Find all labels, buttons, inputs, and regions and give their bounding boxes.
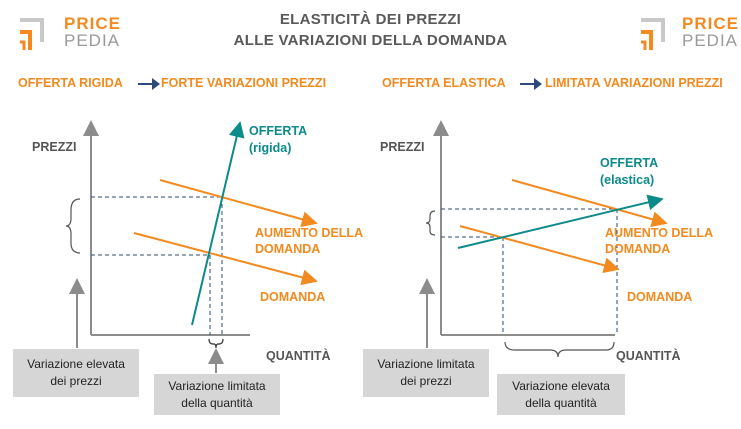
right-demand-shift-label: AUMENTO DELLA DOMANDA	[605, 226, 714, 256]
right-qty-brace	[504, 341, 615, 358]
right-qty-box: Variazione elevata della quantità	[497, 374, 625, 415]
header-arrow-left-icon	[138, 78, 160, 90]
right-chart	[419, 120, 668, 358]
right-demand-label: DOMANDA	[627, 290, 693, 304]
logo-right-icon	[641, 18, 665, 50]
left-chart	[65, 120, 318, 373]
right-y-axis-label: PREZZI	[380, 140, 425, 154]
right-demand-line	[459, 225, 620, 274]
right-header-a: OFFERTA ELASTICA	[382, 76, 506, 90]
left-demand-label: DOMANDA	[260, 290, 326, 304]
logo-right-pedia: PEDIA	[682, 31, 739, 50]
logo-left-pedia: PEDIA	[64, 31, 121, 50]
right-supply-line	[457, 194, 664, 249]
right-supply-label: OFFERTA	[600, 156, 659, 170]
left-header-a: OFFERTA RIGIDA	[18, 76, 123, 90]
left-price-brace	[65, 198, 81, 254]
header-arrow-right-icon	[520, 78, 542, 90]
logo-left: PRICE PEDIA	[64, 15, 121, 49]
left-header-b: FORTE VARIAZIONI PREZZI	[161, 76, 327, 90]
logo-right: PRICE PEDIA	[682, 15, 739, 49]
left-qty-brace	[208, 338, 224, 349]
left-qty-box: Variazione limitata della quantità	[154, 374, 280, 415]
left-supply-line	[191, 121, 245, 326]
left-y-axis-label: PREZZI	[32, 140, 77, 154]
page-title-line2: ALLE VARIAZIONI DELLA DOMANDA	[233, 32, 508, 49]
right-supply-sub: (elastica)	[600, 173, 655, 187]
page-title-line1: ELASTICITÀ DEI PREZZI	[279, 11, 462, 28]
logo-left-icon	[20, 18, 44, 50]
left-x-axis-label: QUANTITÀ	[266, 349, 331, 363]
left-demand-line	[133, 232, 318, 286]
logo-left-price: PRICE	[64, 14, 121, 33]
right-header-b: LIMITATA VARIAZIONI PREZZI	[545, 76, 723, 90]
right-demand-shift-line	[511, 179, 668, 228]
left-supply-label: OFFERTA	[249, 124, 308, 138]
left-price-box: Variazione elevata dei prezzi	[13, 349, 139, 397]
right-x-axis-label: QUANTITÀ	[616, 349, 681, 363]
logo-right-price: PRICE	[682, 14, 739, 33]
right-price-brace	[425, 210, 436, 236]
left-demand-shift-label: AUMENTO DELLA DOMANDA	[255, 226, 364, 256]
left-supply-sub: (rigida)	[249, 141, 292, 155]
left-demand-shift-line	[159, 179, 318, 228]
right-price-box: Variazione limitata dei prezzi	[363, 349, 489, 397]
